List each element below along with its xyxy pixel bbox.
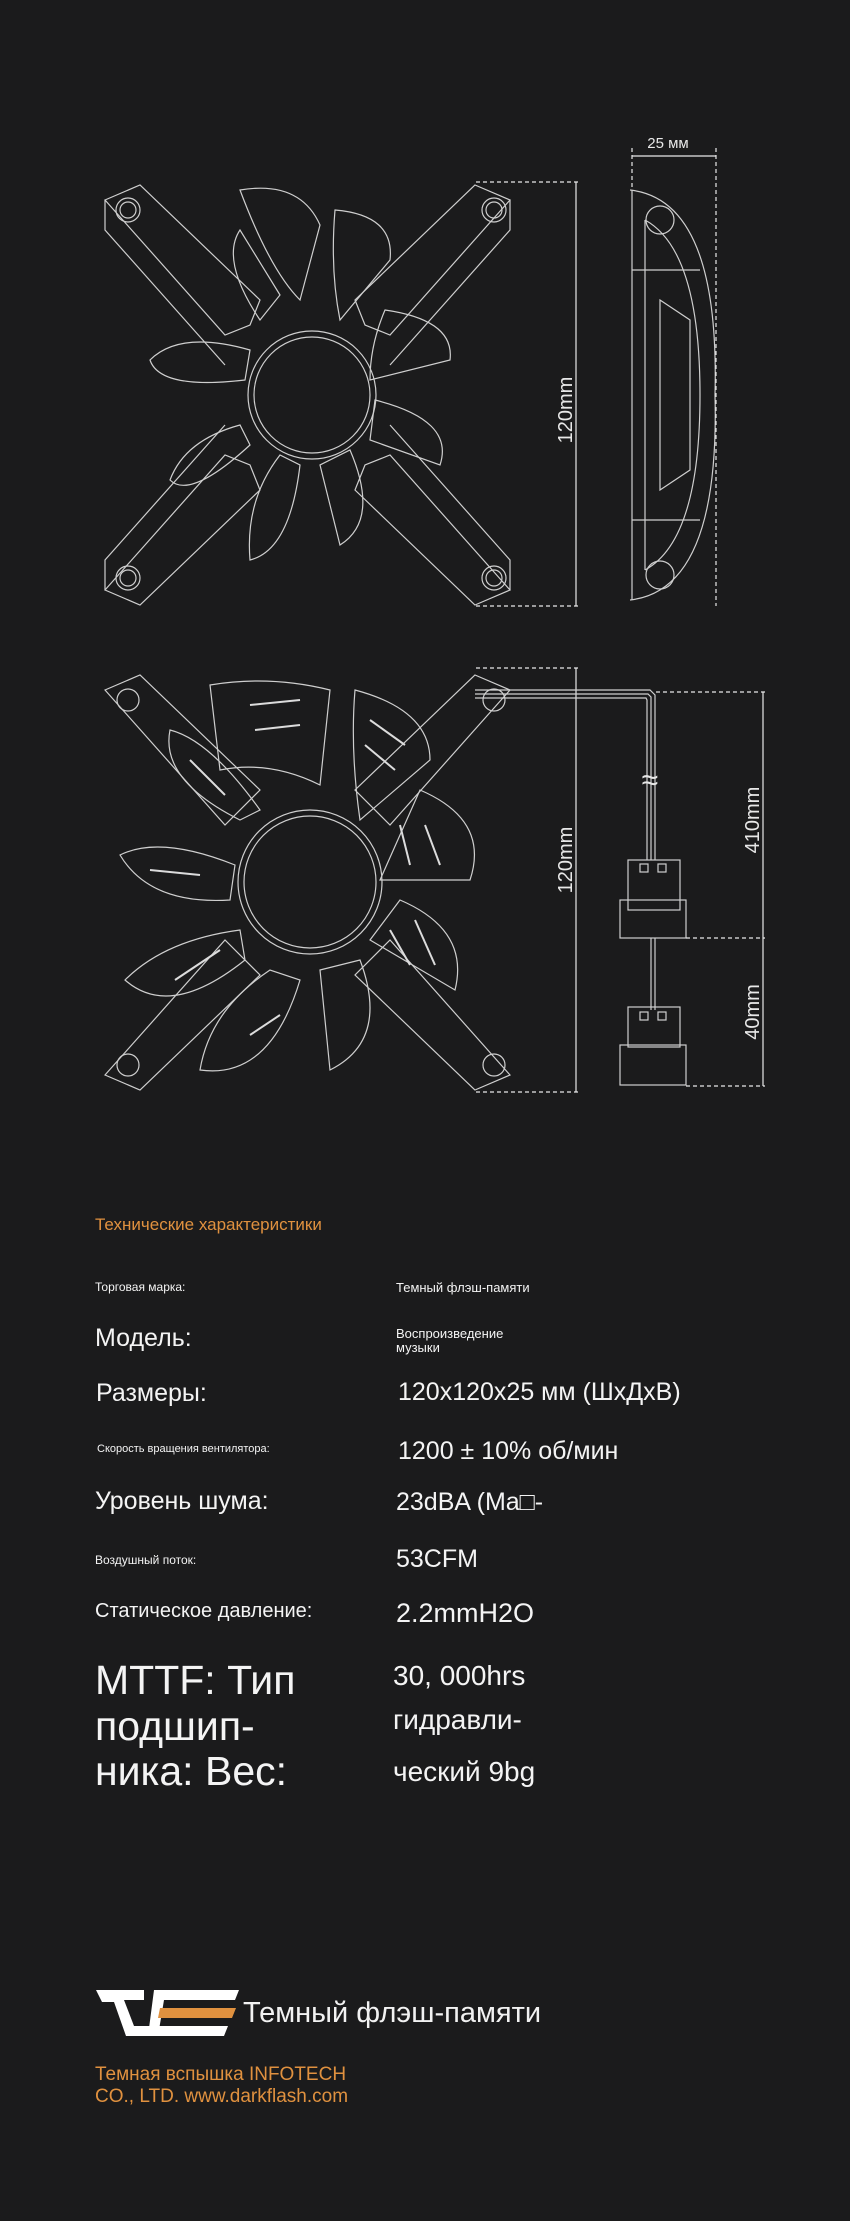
back-height-dimension: [476, 667, 578, 1093]
spec-noise-label: Уровень шума:: [95, 1487, 269, 1515]
cable-break-glyph: ≈: [642, 764, 658, 797]
fan-cable: [475, 689, 687, 1086]
spec-brand-value: Темный флэш-памяти: [396, 1280, 530, 1295]
brand-name: Темный флэш-памяти: [243, 1997, 542, 2029]
cable-dimension: [656, 691, 765, 1087]
spec-airflow-value: 53CFM: [396, 1545, 478, 1573]
spec-speed-value: 1200 ± 10% об/мин: [398, 1437, 619, 1465]
spec-speed-label: Скорость вращения вентилятора:: [97, 1443, 270, 1455]
cable-length-label: 410mm: [742, 787, 764, 854]
back-blade-ribs: [149, 699, 441, 1036]
spec-noise-value: 23dBA (Ma□-: [396, 1488, 544, 1516]
side-depth-dimension: [631, 148, 717, 606]
company-line-2: CO., LTD. www.darkflash.com: [95, 2086, 349, 2107]
specs-title: Технические характеристики: [95, 1215, 322, 1234]
spec-brand-label: Торговая марка:: [95, 1280, 186, 1294]
back-height-label: 120mm: [555, 827, 577, 894]
front-height-dimension: [476, 181, 578, 607]
spec-airflow-label: Воздушный поток:: [95, 1553, 197, 1567]
fan-side-view: [629, 189, 716, 601]
front-height-label: 120mm: [555, 377, 577, 444]
spec-pressure-label: Статическое давление:: [95, 1600, 313, 1622]
spec-size-label: Размеры:: [96, 1379, 207, 1407]
spec-model-value: Воспроизведение музыки: [396, 1326, 504, 1355]
connector-length-label: 40mm: [742, 984, 764, 1040]
spec-mttf-label: MTTF: Тип подшип-: [95, 1657, 296, 1749]
darkflash-logo: [96, 1990, 239, 2036]
fan-back-view: [103, 674, 512, 1091]
side-depth-label: 25 мм: [647, 135, 688, 152]
fan-dimension-drawing-top: 120mm 25 мм: [103, 135, 717, 607]
fan-front-view: [103, 184, 512, 606]
spec-mttf-value-2: гидравли-: [393, 1704, 522, 1735]
spec-mttf-value-3: ческий 9bg: [393, 1756, 536, 1787]
spec-mttf-label-2: ника: Вес:: [95, 1748, 288, 1794]
spec-mttf-value: 30, 000hrs: [393, 1660, 526, 1691]
spec-size-value: 120x120x25 мм (ШхДхВ): [398, 1378, 681, 1406]
company-line-1: Темная вспышка INFOTECH: [95, 2064, 347, 2085]
spec-model-label: Модель:: [95, 1324, 192, 1352]
company-info: Темная вспышка INFOTECH CO., LTD. www.da…: [95, 2064, 455, 2108]
fan-dimension-drawing-bottom: 120mm ≈ 410mm 40mm: [103, 667, 765, 1093]
spec-pressure-value: 2.2mmH2O: [396, 1598, 535, 1628]
